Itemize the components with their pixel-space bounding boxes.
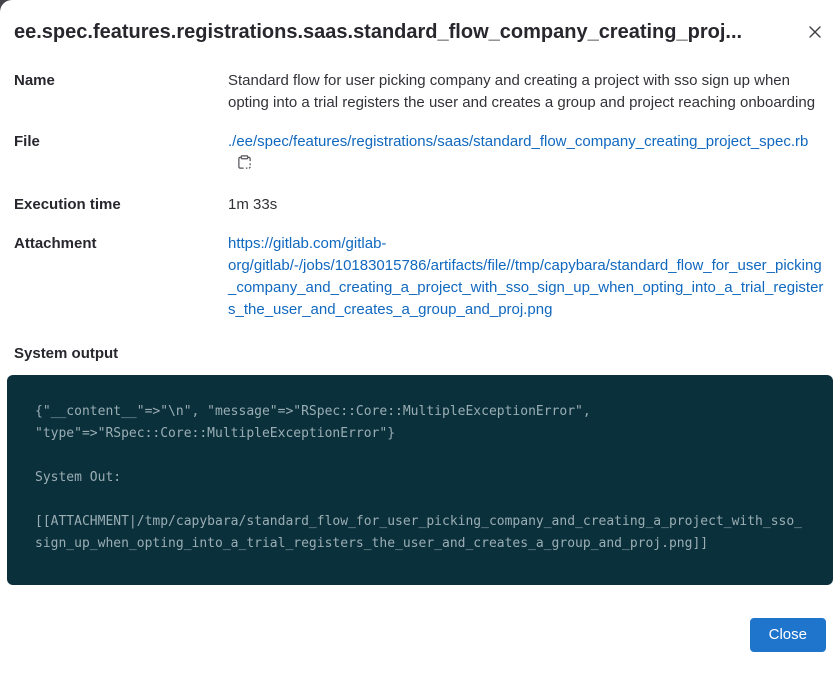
execution-time-field-label: Execution time <box>14 196 121 213</box>
system-output-code-block: {"__content__"=>"\n", "message"=>"RSpec:… <box>7 375 833 585</box>
file-field-value: ./ee/spec/features/registrations/saas/st… <box>228 131 826 177</box>
modal-header: ee.spec.features.registrations.saas.stan… <box>0 0 840 44</box>
modal-footer: Close <box>0 618 840 652</box>
name-field-value: Standard flow for user picking company a… <box>228 72 816 111</box>
field-row-attachment: Attachment https://gitlab.com/gitlab-org… <box>14 233 826 321</box>
copy-to-clipboard-icon[interactable] <box>237 154 252 177</box>
close-button[interactable]: Close <box>749 618 826 652</box>
system-output-label: System output <box>14 345 119 362</box>
attachment-field-label: Attachment <box>14 235 97 252</box>
modal-title: ee.spec.features.registrations.saas.stan… <box>14 21 743 43</box>
field-row-file: File ./ee/spec/features/registrations/sa… <box>14 131 826 177</box>
name-field-label: Name <box>14 72 55 89</box>
field-list: Name Standard flow for user picking comp… <box>0 70 840 321</box>
execution-time-field-value: 1m 33s <box>228 196 278 213</box>
attachment-field-value: https://gitlab.com/gitlab-org/gitlab/-/j… <box>228 233 826 321</box>
field-row-execution-time: Execution time 1m 33s <box>14 194 826 216</box>
close-icon <box>807 24 823 40</box>
field-row-name: Name Standard flow for user picking comp… <box>14 70 826 114</box>
attachment-link[interactable]: https://gitlab.com/gitlab-org/gitlab/-/j… <box>228 235 824 318</box>
file-field-label: File <box>14 133 40 150</box>
close-icon-button[interactable] <box>802 19 828 45</box>
file-link[interactable]: ./ee/spec/features/registrations/saas/st… <box>228 133 809 150</box>
